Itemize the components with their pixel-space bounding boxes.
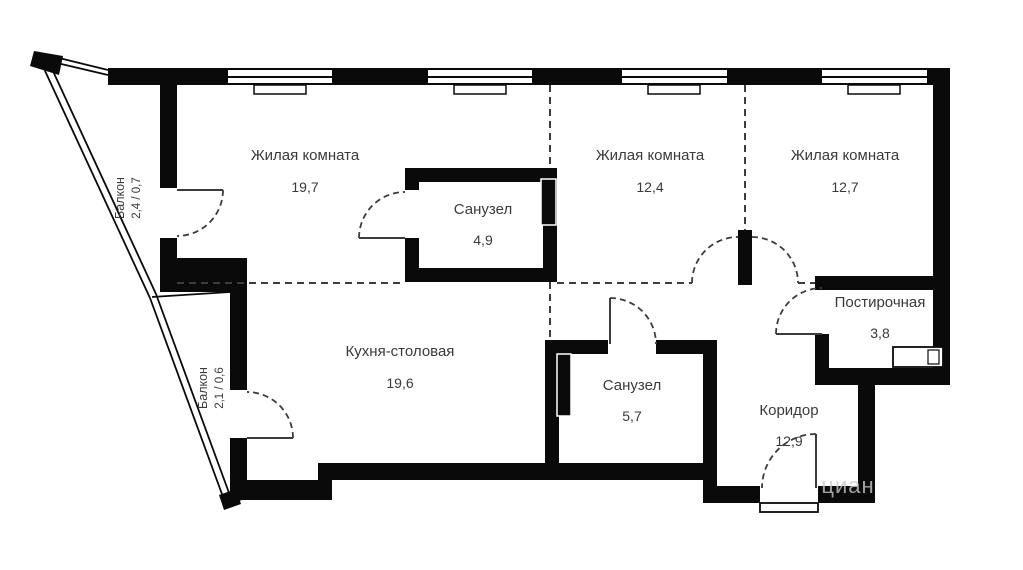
- balcony-divider-edge: [151, 291, 231, 298]
- balcony-glazing-line: [45, 55, 157, 295]
- room-area: 12,7: [831, 179, 858, 195]
- room-label-bath1: Санузел 4,9: [454, 201, 512, 248]
- room-name: Жилая комната: [791, 147, 900, 164]
- room-label-bath2: Санузел 5,7: [603, 377, 661, 424]
- room-label-living3: Жилая комната 12,7: [791, 147, 900, 195]
- room-name: Кухня-столовая: [346, 343, 455, 360]
- door-arc: [246, 391, 294, 439]
- room-label-kitchen: Кухня-столовая 19,6: [346, 343, 455, 391]
- balcony-label-top: Балкон 2,4 / 0,7: [113, 177, 143, 219]
- wall-bottom-kitchen: [318, 463, 717, 480]
- door-arc: [775, 287, 823, 335]
- room-name: Жилая комната: [596, 147, 705, 164]
- wall-corridor-bottom: [703, 486, 760, 503]
- wall-laundry-bottom: [815, 368, 950, 385]
- balcony-top-edge: [58, 57, 109, 71]
- wall-bottom-step: [230, 480, 332, 500]
- wall-stub: [30, 51, 63, 75]
- door-arc: [358, 191, 406, 239]
- wall-bath1-bottom: [405, 268, 557, 282]
- balcony-area: 2,4 / 0,7: [131, 177, 143, 219]
- room-label-living2: Жилая комната 12,4: [596, 147, 705, 195]
- entrance-door-arc: [761, 433, 817, 489]
- room-name: Санузел: [603, 377, 661, 394]
- balcony-label-bottom: Балкон 2,1 / 0,6: [196, 367, 226, 409]
- room-label-living1: Жилая комната 19,7: [251, 147, 360, 195]
- towel-rail-icon: [556, 353, 572, 417]
- washing-machine-icon: [892, 346, 944, 368]
- wall-laundry-left: [815, 334, 829, 368]
- towel-rail-icon: [540, 178, 557, 226]
- window: [622, 70, 727, 85]
- balcony-area: 2,1 / 0,6: [214, 367, 226, 409]
- room-name: Санузел: [454, 201, 512, 218]
- radiator: [253, 84, 307, 95]
- wall-partition-stub: [738, 230, 752, 285]
- balcony-name: Балкон: [196, 367, 210, 409]
- room-area: 3,8: [870, 325, 890, 341]
- door-arc: [176, 189, 224, 237]
- room-area: 5,7: [622, 408, 642, 424]
- window: [822, 70, 927, 85]
- radiator: [647, 84, 701, 95]
- room-label-laundry: Постирочная 3,8: [835, 294, 926, 341]
- balcony-name: Балкон: [113, 177, 127, 219]
- entrance-landing: [759, 502, 819, 513]
- wall-step-block: [160, 258, 247, 292]
- balcony-glazing-line: [155, 293, 233, 502]
- wall-bath1-left: [405, 168, 419, 190]
- wall-bath2-top: [545, 340, 608, 354]
- balcony-glazing-line: [39, 59, 151, 299]
- wall-bath2-top: [656, 340, 717, 354]
- wall-bath2-right: [703, 340, 717, 503]
- room-area: 12,9: [775, 433, 802, 449]
- door-arc: [751, 236, 799, 284]
- radiator: [453, 84, 507, 95]
- door-arc: [691, 236, 739, 284]
- window: [428, 70, 532, 85]
- watermark: циан: [821, 473, 874, 498]
- room-name: Жилая комната: [251, 147, 360, 164]
- balcony-glazing-line: [149, 297, 227, 506]
- room-area: 19,7: [291, 179, 318, 195]
- wall-laundry-top: [815, 276, 933, 290]
- wall-right: [933, 68, 950, 385]
- room-name: Коридор: [759, 402, 818, 419]
- wall-bath1-top: [405, 168, 557, 182]
- room-area: 12,4: [636, 179, 663, 195]
- radiator: [847, 84, 901, 95]
- balcony-top-edge: [56, 62, 109, 76]
- room-area: 4,9: [473, 232, 493, 248]
- window: [228, 70, 332, 85]
- wall-corridor-right: [858, 385, 875, 503]
- door-arc: [609, 297, 657, 345]
- wall-left-lower: [230, 292, 247, 390]
- wall-left-upper: [160, 85, 177, 188]
- room-area: 19,6: [386, 375, 413, 391]
- wall-bath2-left: [545, 340, 559, 480]
- wall-left-upper: [160, 238, 177, 258]
- room-label-corridor: Коридор 12,9: [759, 402, 818, 449]
- room-name: Постирочная: [835, 294, 926, 311]
